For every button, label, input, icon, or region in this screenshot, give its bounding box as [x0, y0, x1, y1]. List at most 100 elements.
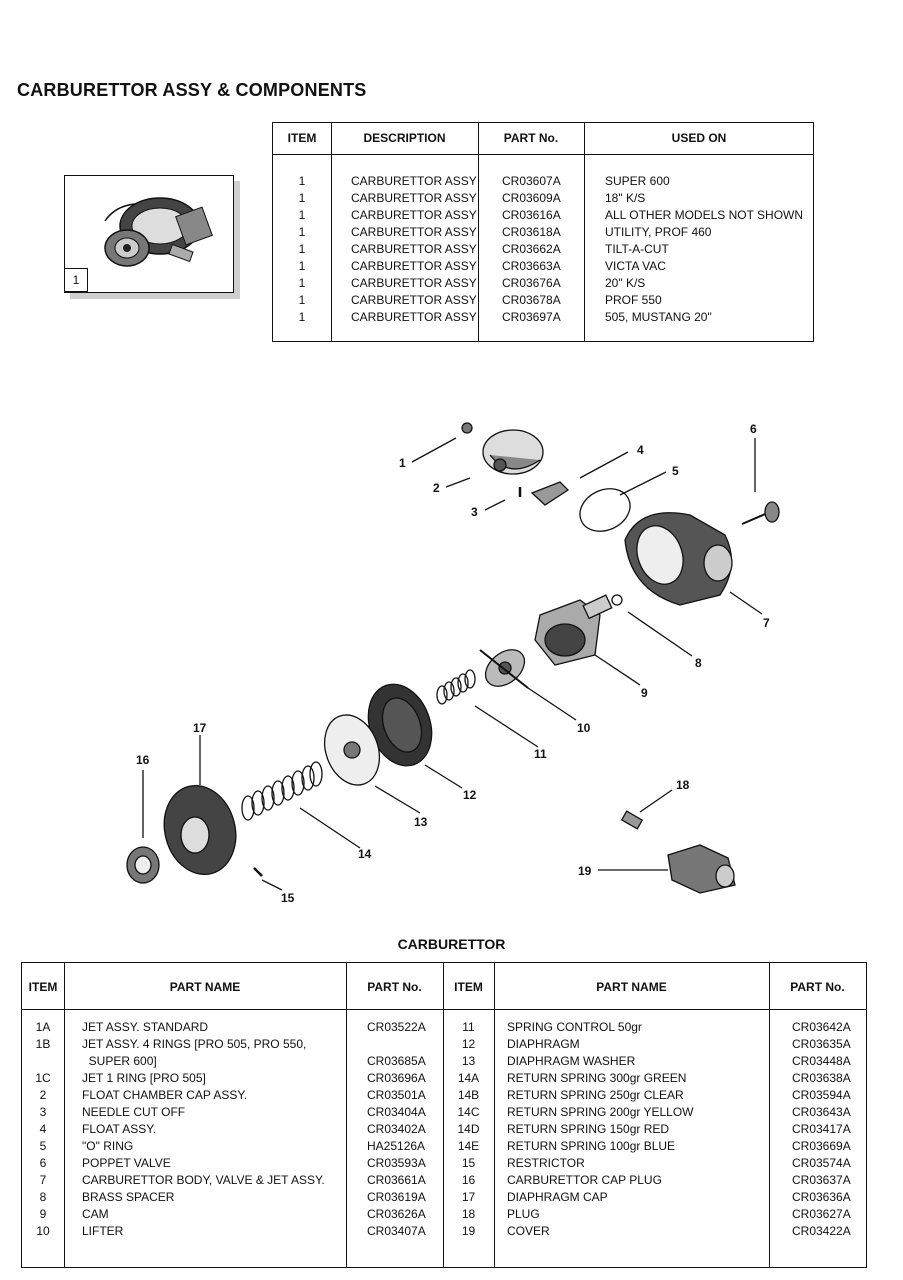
- cell-part-no-left: CR03619A: [367, 1190, 426, 1204]
- cell-item: 1: [298, 208, 306, 222]
- cell-part-no-left: CR03402A: [367, 1122, 426, 1136]
- callout-2: 2: [433, 481, 440, 495]
- cell-item-right: 14C: [457, 1105, 480, 1119]
- cell-item: 1: [298, 259, 306, 273]
- cell-part-no-right: CR03422A: [792, 1224, 851, 1238]
- callout-10: 10: [577, 721, 591, 735]
- cell-part-no-left: CR03661A: [367, 1173, 426, 1187]
- cell-part-name-right: SPRING CONTROL 50gr: [507, 1020, 642, 1034]
- cell-item: 1: [298, 310, 306, 324]
- cell-item-left: 6: [39, 1156, 47, 1170]
- cell-part-no: CR03609A: [502, 191, 561, 205]
- cell-part-no-right: CR03642A: [792, 1020, 851, 1034]
- cell-part-name-left: CAM: [82, 1207, 109, 1221]
- cell-description: CARBURETTOR ASSY: [351, 191, 477, 205]
- cell-item-left: 8: [39, 1190, 47, 1204]
- cell-part-no-right: CR03417A: [792, 1122, 851, 1136]
- cell-used-on: 20" K/S: [605, 276, 646, 290]
- cell-used-on: 505, MUSTANG 20": [605, 310, 712, 324]
- cell-description: CARBURETTOR ASSY: [351, 225, 477, 239]
- cell-used-on: PROF 550: [605, 293, 662, 307]
- cell-part-no-left: CR03696A: [367, 1071, 426, 1085]
- cell-part-no: CR03607A: [502, 174, 561, 188]
- cell-item-left: 10: [36, 1224, 50, 1238]
- column-divider: [769, 963, 770, 1267]
- exploded-view-diagram: 1 2 3 4 5 6 7 8 9 10 11 12 13 14 15 16 1…: [126, 422, 780, 905]
- cell-part-name-right: DIAPHRAGM: [507, 1037, 580, 1051]
- callout-13: 13: [414, 815, 428, 829]
- cell-item: 1: [298, 276, 306, 290]
- cell-part-name-right: PLUG: [507, 1207, 540, 1221]
- carburettor-thumbnail-illustration: [104, 197, 213, 267]
- cell-part-name-left: NEEDLE CUT OFF: [82, 1105, 186, 1119]
- cell-part-name-right: RESTRICTOR: [507, 1156, 585, 1170]
- callout-3: 3: [471, 505, 478, 519]
- callout-18: 18: [676, 778, 690, 792]
- cell-description: CARBURETTOR ASSY: [351, 259, 477, 273]
- cell-part-name-left: FLOAT ASSY.: [82, 1122, 157, 1136]
- cell-part-no-right: CR03594A: [792, 1088, 851, 1102]
- cell-part-name-right: RETURN SPRING 150gr RED: [507, 1122, 670, 1136]
- cell-used-on: ALL OTHER MODELS NOT SHOWN: [605, 208, 804, 222]
- cell-description: CARBURETTOR ASSY: [351, 174, 477, 188]
- cell-used-on: 18" K/S: [605, 191, 646, 205]
- column-divider: [584, 123, 585, 341]
- callout-15: 15: [281, 891, 295, 905]
- page-title: CARBURETTOR ASSY & COMPONENTS: [17, 80, 367, 100]
- cell-item-right: 18: [461, 1207, 476, 1221]
- cell-item-right: 14B: [457, 1088, 480, 1102]
- cell-item-right: 14A: [457, 1071, 480, 1085]
- cell-description: CARBURETTOR ASSY: [351, 293, 477, 307]
- carburettor-parts-table: ITEM PART NAME PART No. ITEM PART NAME P…: [21, 962, 867, 1268]
- cell-part-name-right: CARBURETTOR CAP PLUG: [507, 1173, 662, 1187]
- header-part-no-right: PART No.: [790, 980, 845, 994]
- cell-part-no: CR03662A: [502, 242, 561, 256]
- cell-item-right: 14E: [457, 1139, 480, 1153]
- cell-item-left: 7: [39, 1173, 47, 1187]
- cell-item-right: 17: [461, 1190, 476, 1204]
- cell-item-right: 15: [461, 1156, 476, 1170]
- column-divider: [331, 123, 332, 341]
- callout-7: 7: [763, 616, 770, 630]
- cell-item-left: 3: [39, 1105, 47, 1119]
- cell-part-no-right: CR03627A: [792, 1207, 851, 1221]
- cell-part-name-left: BRASS SPACER: [82, 1190, 175, 1204]
- table-row: 1 CARBURETTOR ASSY CR03609A 18" K/S: [273, 190, 813, 207]
- cell-item-left: 5: [39, 1139, 47, 1153]
- column-divider: [494, 963, 495, 1267]
- table-row: 7 CARBURETTOR BODY, VALVE & JET ASSY. CR03…: [22, 1172, 866, 1189]
- cell-part-name-right: RETURN SPRING 100gr BLUE: [507, 1139, 676, 1153]
- cell-item: 1: [298, 191, 306, 205]
- cell-item-left: 1A: [35, 1020, 51, 1034]
- callout-5: 5: [672, 464, 679, 478]
- cell-part-no: CR03676A: [502, 276, 561, 290]
- cell-part-name-right: DIAPHRAGM WASHER: [507, 1054, 636, 1068]
- header-part-no-left: PART No.: [367, 980, 422, 994]
- callout-8: 8: [695, 656, 702, 670]
- cell-part-no-right: CR03637A: [792, 1173, 851, 1187]
- cell-part-name-left: LIFTER: [82, 1224, 124, 1238]
- cell-part-no-left: HA25126A: [367, 1139, 426, 1153]
- cell-part-name-left: SUPER 600]: [82, 1054, 157, 1068]
- cell-part-no-left: CR03522A: [367, 1020, 426, 1034]
- cell-part-name-right: COVER: [507, 1224, 550, 1238]
- cell-used-on: TILT-A-CUT: [605, 242, 669, 256]
- cell-part-name-left: CARBURETTOR BODY, VALVE & JET ASSY.: [82, 1173, 325, 1187]
- cell-item: 1: [298, 225, 306, 239]
- header-item-right: ITEM: [454, 980, 483, 994]
- header-part-name-right: PART NAME: [596, 980, 667, 994]
